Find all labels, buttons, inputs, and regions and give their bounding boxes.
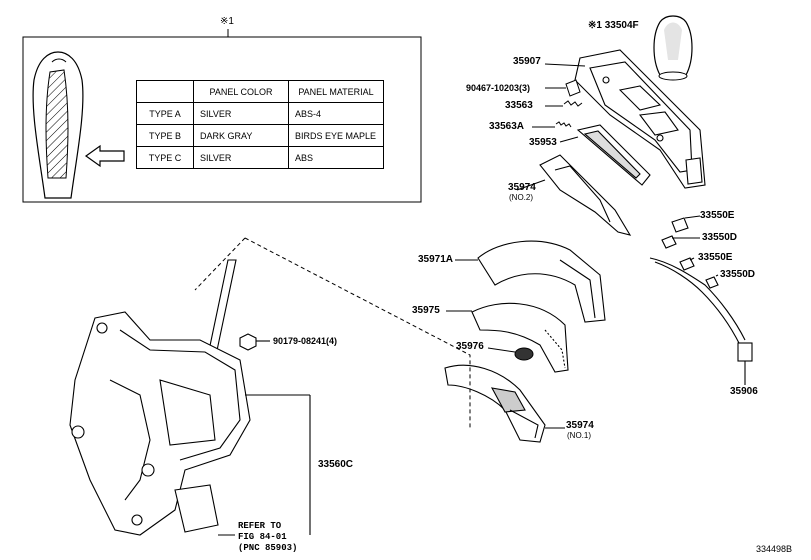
- table-cell: BIRDS EYE MAPLE: [288, 124, 384, 147]
- refer-line-1: REFER TO: [238, 521, 282, 531]
- table-cell: SILVER: [193, 146, 289, 169]
- part-label-35976: 35976: [456, 341, 484, 352]
- dashed-leaders: [194, 237, 471, 430]
- figure-id: 334498B: [756, 544, 793, 554]
- housing-35971a-drawing: [455, 240, 606, 323]
- panel-35975-drawing: [446, 302, 569, 373]
- bezel-cover-no1-drawing: [444, 364, 565, 443]
- table-cell: SILVER: [193, 102, 289, 125]
- table-cell: TYPE C: [136, 146, 194, 169]
- panel-spec-table: PANEL COLOR PANEL MATERIAL TYPE A SILVER…: [136, 80, 384, 169]
- table-cell: ABS: [288, 146, 384, 169]
- part-label-33550e-1: 33550E: [700, 210, 735, 221]
- table-cell: TYPE B: [136, 124, 194, 147]
- part-label-33504f: ※1 33504F: [588, 20, 639, 31]
- part-label-35975: 35975: [412, 305, 440, 316]
- screw-spring-drawings: [532, 63, 586, 128]
- inset-arrow: [84, 144, 125, 168]
- part-sublabel-no2: (NO.2): [509, 193, 533, 202]
- part-label-35953: 35953: [529, 137, 557, 148]
- table-cell: TYPE A: [136, 102, 194, 125]
- table-header-cell: PANEL MATERIAL: [288, 80, 384, 103]
- table-header-cell: [136, 80, 194, 103]
- part-sublabel-no1: (NO.1): [567, 431, 591, 440]
- part-label-35974-no2: 35974: [508, 182, 536, 193]
- part-label-33550e-2: 33550E: [698, 252, 733, 263]
- inset-box: [22, 36, 422, 203]
- part-label-33550d-1: 33550D: [702, 232, 738, 243]
- indicator-plate-drawing: [559, 124, 651, 186]
- disc-35976-drawing: [487, 347, 534, 361]
- refer-note: REFER TO FIG 84-01 (PNC 85903): [238, 521, 297, 554]
- table-header-row: PANEL COLOR PANEL MATERIAL: [136, 80, 384, 103]
- part-label-33563: 33563: [505, 100, 533, 111]
- refer-line-2: FIG 84-01: [238, 532, 287, 542]
- knob-section-drawing: [32, 51, 84, 199]
- part-label-35907: 35907: [513, 56, 541, 67]
- refer-line-3: (PNC 85903): [238, 543, 298, 553]
- inset-callout-mark: ※1: [220, 16, 234, 27]
- shift-knob-drawing: [653, 15, 693, 81]
- part-label-35974-no1: 35974: [566, 420, 594, 431]
- shift-bezel-drawing: [574, 49, 706, 189]
- table-cell: DARK GRAY: [193, 124, 289, 147]
- part-label-35971a: 35971A: [418, 254, 454, 265]
- table-row: TYPE C SILVER ABS: [136, 146, 384, 169]
- table-row: TYPE A SILVER ABS-4: [136, 102, 384, 125]
- table-cell: ABS-4: [288, 102, 384, 125]
- part-label-35906: 35906: [730, 386, 758, 397]
- table-header-cell: PANEL COLOR: [193, 80, 289, 103]
- part-label-33560c: 33560C: [318, 459, 354, 470]
- shifter-base-drawing: [69, 259, 311, 536]
- part-label-90179: 90179-08241(4): [273, 336, 338, 346]
- bezel-cover-no2-drawing: [516, 154, 632, 236]
- table-row: TYPE B DARK GRAY BIRDS EYE MAPLE: [136, 124, 384, 147]
- part-label-33563a: 33563A: [489, 121, 525, 132]
- wire-harness-drawing: [649, 215, 753, 385]
- part-label-33550d-2: 33550D: [720, 269, 756, 280]
- part-label-90467: 90467-10203(3): [466, 83, 531, 93]
